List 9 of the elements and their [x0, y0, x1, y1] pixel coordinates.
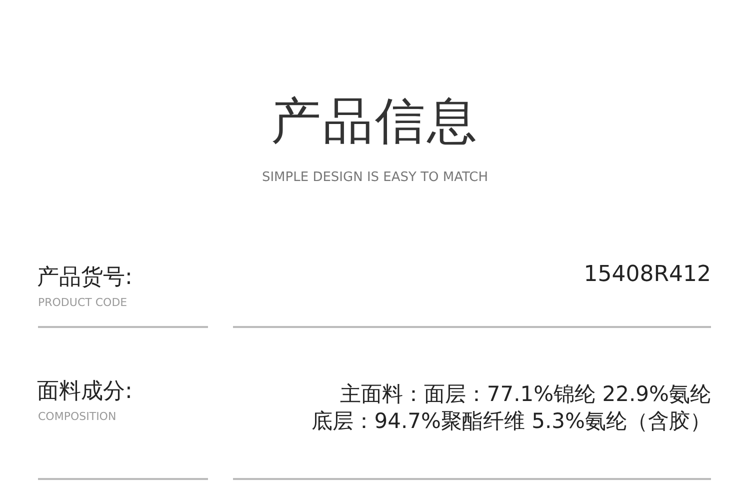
- field-sublabel: COMPOSITION: [38, 410, 116, 423]
- field-value: 15408R412: [584, 262, 711, 287]
- field-sublabel: PRODUCT CODE: [38, 296, 128, 309]
- field-value: 主面料：面层：77.1%锦纶 22.9%氨纶: [340, 381, 711, 408]
- page-title: 产品信息: [270, 91, 480, 152]
- field-label: 面料成分:: [37, 378, 132, 406]
- field-label: 产品货号:: [37, 264, 132, 292]
- subtitle: SIMPLE DESIGN IS EASY TO MATCH: [260, 170, 490, 185]
- field-value: 底层：94.7%聚酯纤维 5.3%氨纶（含胶）: [311, 408, 711, 435]
